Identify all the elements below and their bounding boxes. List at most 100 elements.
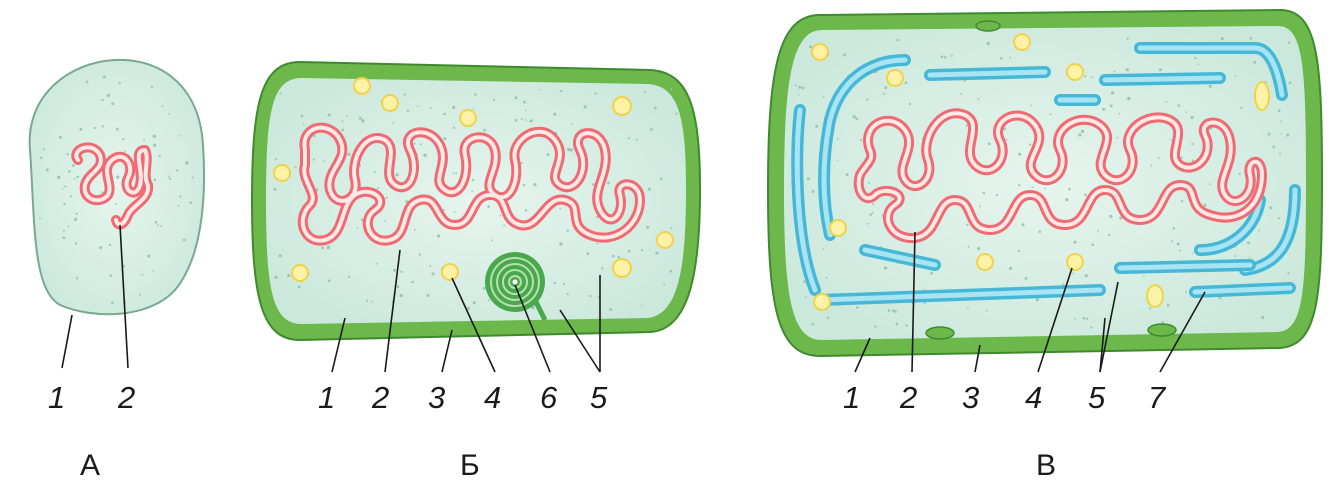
cytoplasm-speck — [968, 246, 970, 248]
cytoplasm-speck — [72, 164, 75, 167]
cytoplasm-speck — [612, 255, 615, 258]
cytoplasm-speck — [1253, 61, 1256, 64]
cytoplasm-speck — [63, 203, 65, 205]
cytoplasm-speck — [455, 173, 457, 175]
cytoplasm-speck — [473, 301, 476, 304]
cytoplasm-speck — [176, 169, 178, 171]
cytoplasm-speck — [417, 106, 419, 108]
cytoplasm-speck — [669, 270, 672, 273]
cytoplasm-speck — [386, 197, 388, 199]
cytoplasm-speck — [503, 225, 505, 227]
cytoplasm-speck — [815, 125, 818, 128]
cytoplasm-speck — [641, 305, 643, 307]
cytoplasm-speck — [124, 150, 126, 152]
cytoplasm-speck — [419, 253, 421, 255]
cytoplasm-speck — [403, 93, 405, 95]
cytoplasm-speck — [116, 128, 119, 131]
cytoplasm-speck — [122, 138, 124, 140]
cell-c-label-2: 2 — [899, 380, 917, 415]
granule — [382, 95, 398, 111]
cytoplasm-speck — [584, 105, 587, 108]
cytoplasm-speck — [589, 295, 591, 297]
granule — [812, 44, 828, 60]
cytoplasm-speck — [1068, 188, 1071, 191]
cytoplasm-speck — [1000, 57, 1003, 60]
cytoplasm-speck — [525, 110, 527, 112]
granule — [977, 254, 993, 270]
cytoplasm-speck — [675, 113, 677, 115]
cytoplasm-speck — [986, 310, 988, 312]
cytoplasm-speck — [400, 271, 402, 273]
granule — [1147, 285, 1163, 307]
cell-a-caption: А — [80, 449, 100, 482]
cytoplasm-speck — [1198, 63, 1200, 65]
cytoplasm-speck — [533, 183, 536, 186]
cytoplasm-speck — [1268, 133, 1271, 136]
cytoplasm-speck — [586, 252, 589, 255]
cytoplasm-speck — [348, 276, 350, 278]
cytoplasm-speck — [359, 117, 362, 120]
cytoplasm-speck — [1018, 184, 1020, 186]
cytoplasm-speck — [530, 119, 533, 122]
cytoplasm-speck — [143, 139, 145, 141]
cytoplasm-speck — [1116, 137, 1118, 139]
cytoplasm-speck — [1084, 194, 1087, 197]
cytoplasm-speck — [487, 205, 490, 208]
granule — [814, 294, 830, 310]
cytoplasm-speck — [960, 93, 962, 95]
cell-a-body — [30, 60, 204, 314]
cytoplasm-speck — [798, 94, 800, 96]
cytoplasm-speck — [483, 129, 486, 132]
cytoplasm-speck — [347, 153, 350, 156]
cytoplasm-speck — [978, 98, 980, 100]
cytoplasm-speck — [1159, 68, 1162, 71]
cytoplasm-speck — [1249, 257, 1251, 259]
cytoplasm-speck — [660, 178, 663, 181]
cytoplasm-speck — [1166, 101, 1168, 103]
cytoplasm-speck — [894, 310, 897, 313]
cytoplasm-speck — [1194, 57, 1196, 59]
cytoplasm-speck — [905, 81, 908, 84]
cytoplasm-speck — [493, 99, 495, 101]
cytoplasm-speck — [327, 246, 330, 249]
cytoplasm-speck — [473, 108, 475, 110]
cell-b-caption: Б — [460, 449, 480, 482]
cell-c-label-3: 3 — [962, 380, 979, 415]
cytoplasm-speck — [1086, 318, 1088, 320]
cell-b-label-4: 4 — [484, 380, 501, 415]
cytoplasm-speck — [393, 269, 396, 272]
cytoplasm-speck — [111, 301, 114, 304]
cytoplasm-speck — [944, 56, 947, 59]
cytoplasm-speck — [141, 274, 143, 276]
cytoplasm-speck — [1261, 316, 1264, 319]
cytoplasm-speck — [951, 55, 953, 57]
cytoplasm-speck — [988, 143, 991, 146]
cytoplasm-speck — [515, 96, 518, 99]
cytoplasm-speck — [811, 323, 814, 326]
cytoplasm-speck — [827, 317, 829, 319]
granule — [354, 78, 370, 94]
cytoplasm-speck — [287, 274, 290, 277]
cytoplasm-speck — [1179, 250, 1181, 252]
cytoplasm-speck — [1287, 196, 1289, 198]
granule — [292, 265, 308, 281]
cytoplasm-speck — [1149, 307, 1151, 309]
cytoplasm-speck — [1032, 187, 1034, 189]
cytoplasm-speck — [74, 178, 76, 180]
cytoplasm-speck — [521, 118, 523, 120]
cytoplasm-speck — [1161, 321, 1163, 323]
cytoplasm-speck — [1024, 277, 1027, 280]
cytoplasm-speck — [1235, 75, 1237, 77]
cytoplasm-speck — [77, 176, 80, 179]
cytoplasm-speck — [377, 187, 379, 189]
cytoplasm-speck — [153, 144, 156, 147]
cytoplasm-speck — [567, 148, 570, 151]
cell-b-label-3: 3 — [428, 380, 445, 415]
cytoplasm-speck — [443, 137, 446, 140]
cytoplasm-speck — [275, 276, 278, 279]
cytoplasm-speck — [567, 293, 569, 295]
cytoplasm-speck — [1081, 130, 1084, 133]
cytoplasm-speck — [663, 284, 665, 286]
cytoplasm-speck — [1221, 37, 1224, 40]
cytoplasm-speck — [644, 91, 646, 93]
